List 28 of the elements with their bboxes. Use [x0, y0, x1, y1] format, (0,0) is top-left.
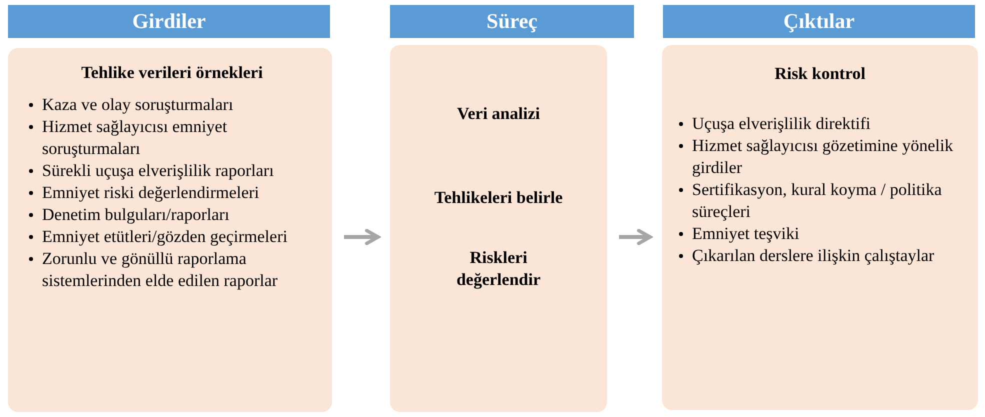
bullet-item: Hizmet sağlayıcısı emniyet soruşturmaları	[26, 116, 318, 160]
process-step: Veri analizi	[428, 103, 569, 125]
arrow	[619, 228, 652, 246]
bullet-item: Çıkarılan derslere ilişkin çalıştaylar	[676, 245, 964, 267]
content-panel	[390, 45, 607, 412]
column-title: Girdiler	[132, 9, 206, 34]
bullet-item: Zorunlu ve gönüllü raporlama sistemlerinden elde edilen raporlar	[26, 248, 318, 292]
content-panel	[8, 48, 332, 412]
header-band	[390, 5, 634, 38]
bullet-item: Sürekli uçuşa elverişlilik raporları	[26, 160, 318, 182]
section-heading: Tehlike verileri örnekleri	[80, 62, 264, 84]
bullet-item: Uçuşa elverişlilik direktifi	[676, 113, 964, 135]
header-band	[663, 5, 975, 38]
bullet-item: Denetim bulguları/raporları	[26, 204, 318, 226]
arrow	[344, 228, 380, 246]
bullet-item: Emniyet teşviki	[676, 223, 964, 245]
header-band	[8, 5, 330, 38]
bullet-item: Emniyet etütleri/gözden geçirmeleri	[26, 226, 318, 248]
process-step: Tehlikeleri belirle	[428, 187, 569, 209]
section-heading: Risk kontrol	[774, 63, 866, 85]
bullet-item: Kaza ve olay soruşturmaları	[26, 94, 318, 116]
content-panel	[662, 45, 978, 410]
column-title: Süreç	[486, 9, 538, 34]
column-title: Çıktılar	[783, 9, 855, 34]
bullet-item: Hizmet sağlayıcısı gözetimine yönelik girdiler	[676, 135, 964, 179]
bullet-item: Emniyet riski değerlendirmeleri	[26, 182, 318, 204]
bullet-item: Sertifikasyon, kural koyma / politika süreçleri	[676, 179, 964, 223]
process-step: Riskleri değerlendir	[428, 247, 569, 291]
